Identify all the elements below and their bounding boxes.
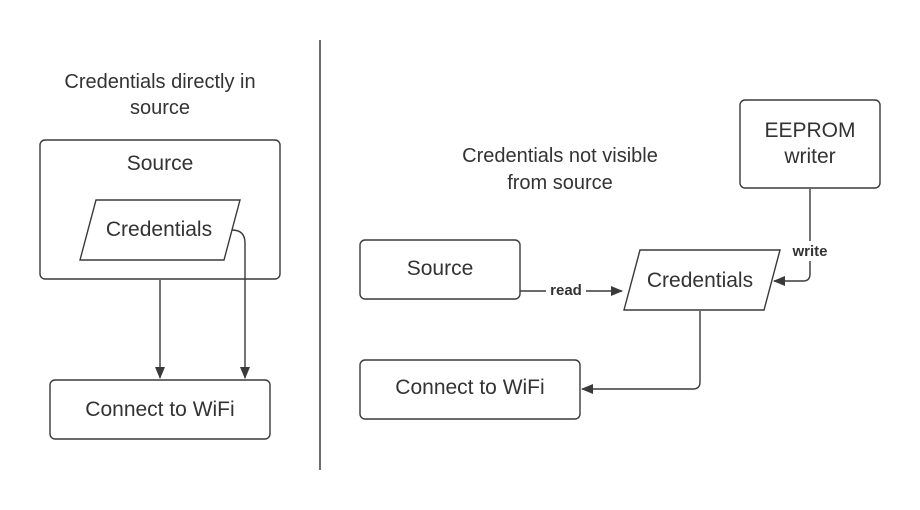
right-credentials-label: Credentials [647,269,753,292]
left-heading-line1: Credentials directly in [64,71,255,93]
left-source-label: Source [127,152,194,175]
right-wifi-box [359,359,581,420]
left-credentials-label: Credentials [106,218,212,241]
right-eeprom-label-line1: EEPROM [764,119,855,142]
right-eeprom-label-line2: writer [783,145,835,168]
left-heading-line2: source [130,97,190,119]
right-eeprom-box [739,99,881,189]
right-source-label: Source [407,257,474,280]
right-read-label: read [550,282,582,299]
left-credentials-to-wifi-arrow [231,229,250,379]
right-wifi-label: Connect to WiFi [395,376,544,399]
right-heading-line1: Credentials not visible [462,145,658,167]
right-read-label-bg [546,280,586,300]
right-write-label: write [791,243,827,260]
right-credentials-to-wifi-arrow [581,311,701,394]
left-wifi-box [49,379,271,440]
right-write-arrow [773,189,811,286]
right-write-label-bg [787,241,833,261]
left-wifi-label: Connect to WiFi [85,398,234,421]
left-credentials-shape [79,199,241,261]
right-heading-line2: from source [507,172,613,194]
right-credentials-shape [623,249,781,311]
right-source-box [359,239,521,300]
